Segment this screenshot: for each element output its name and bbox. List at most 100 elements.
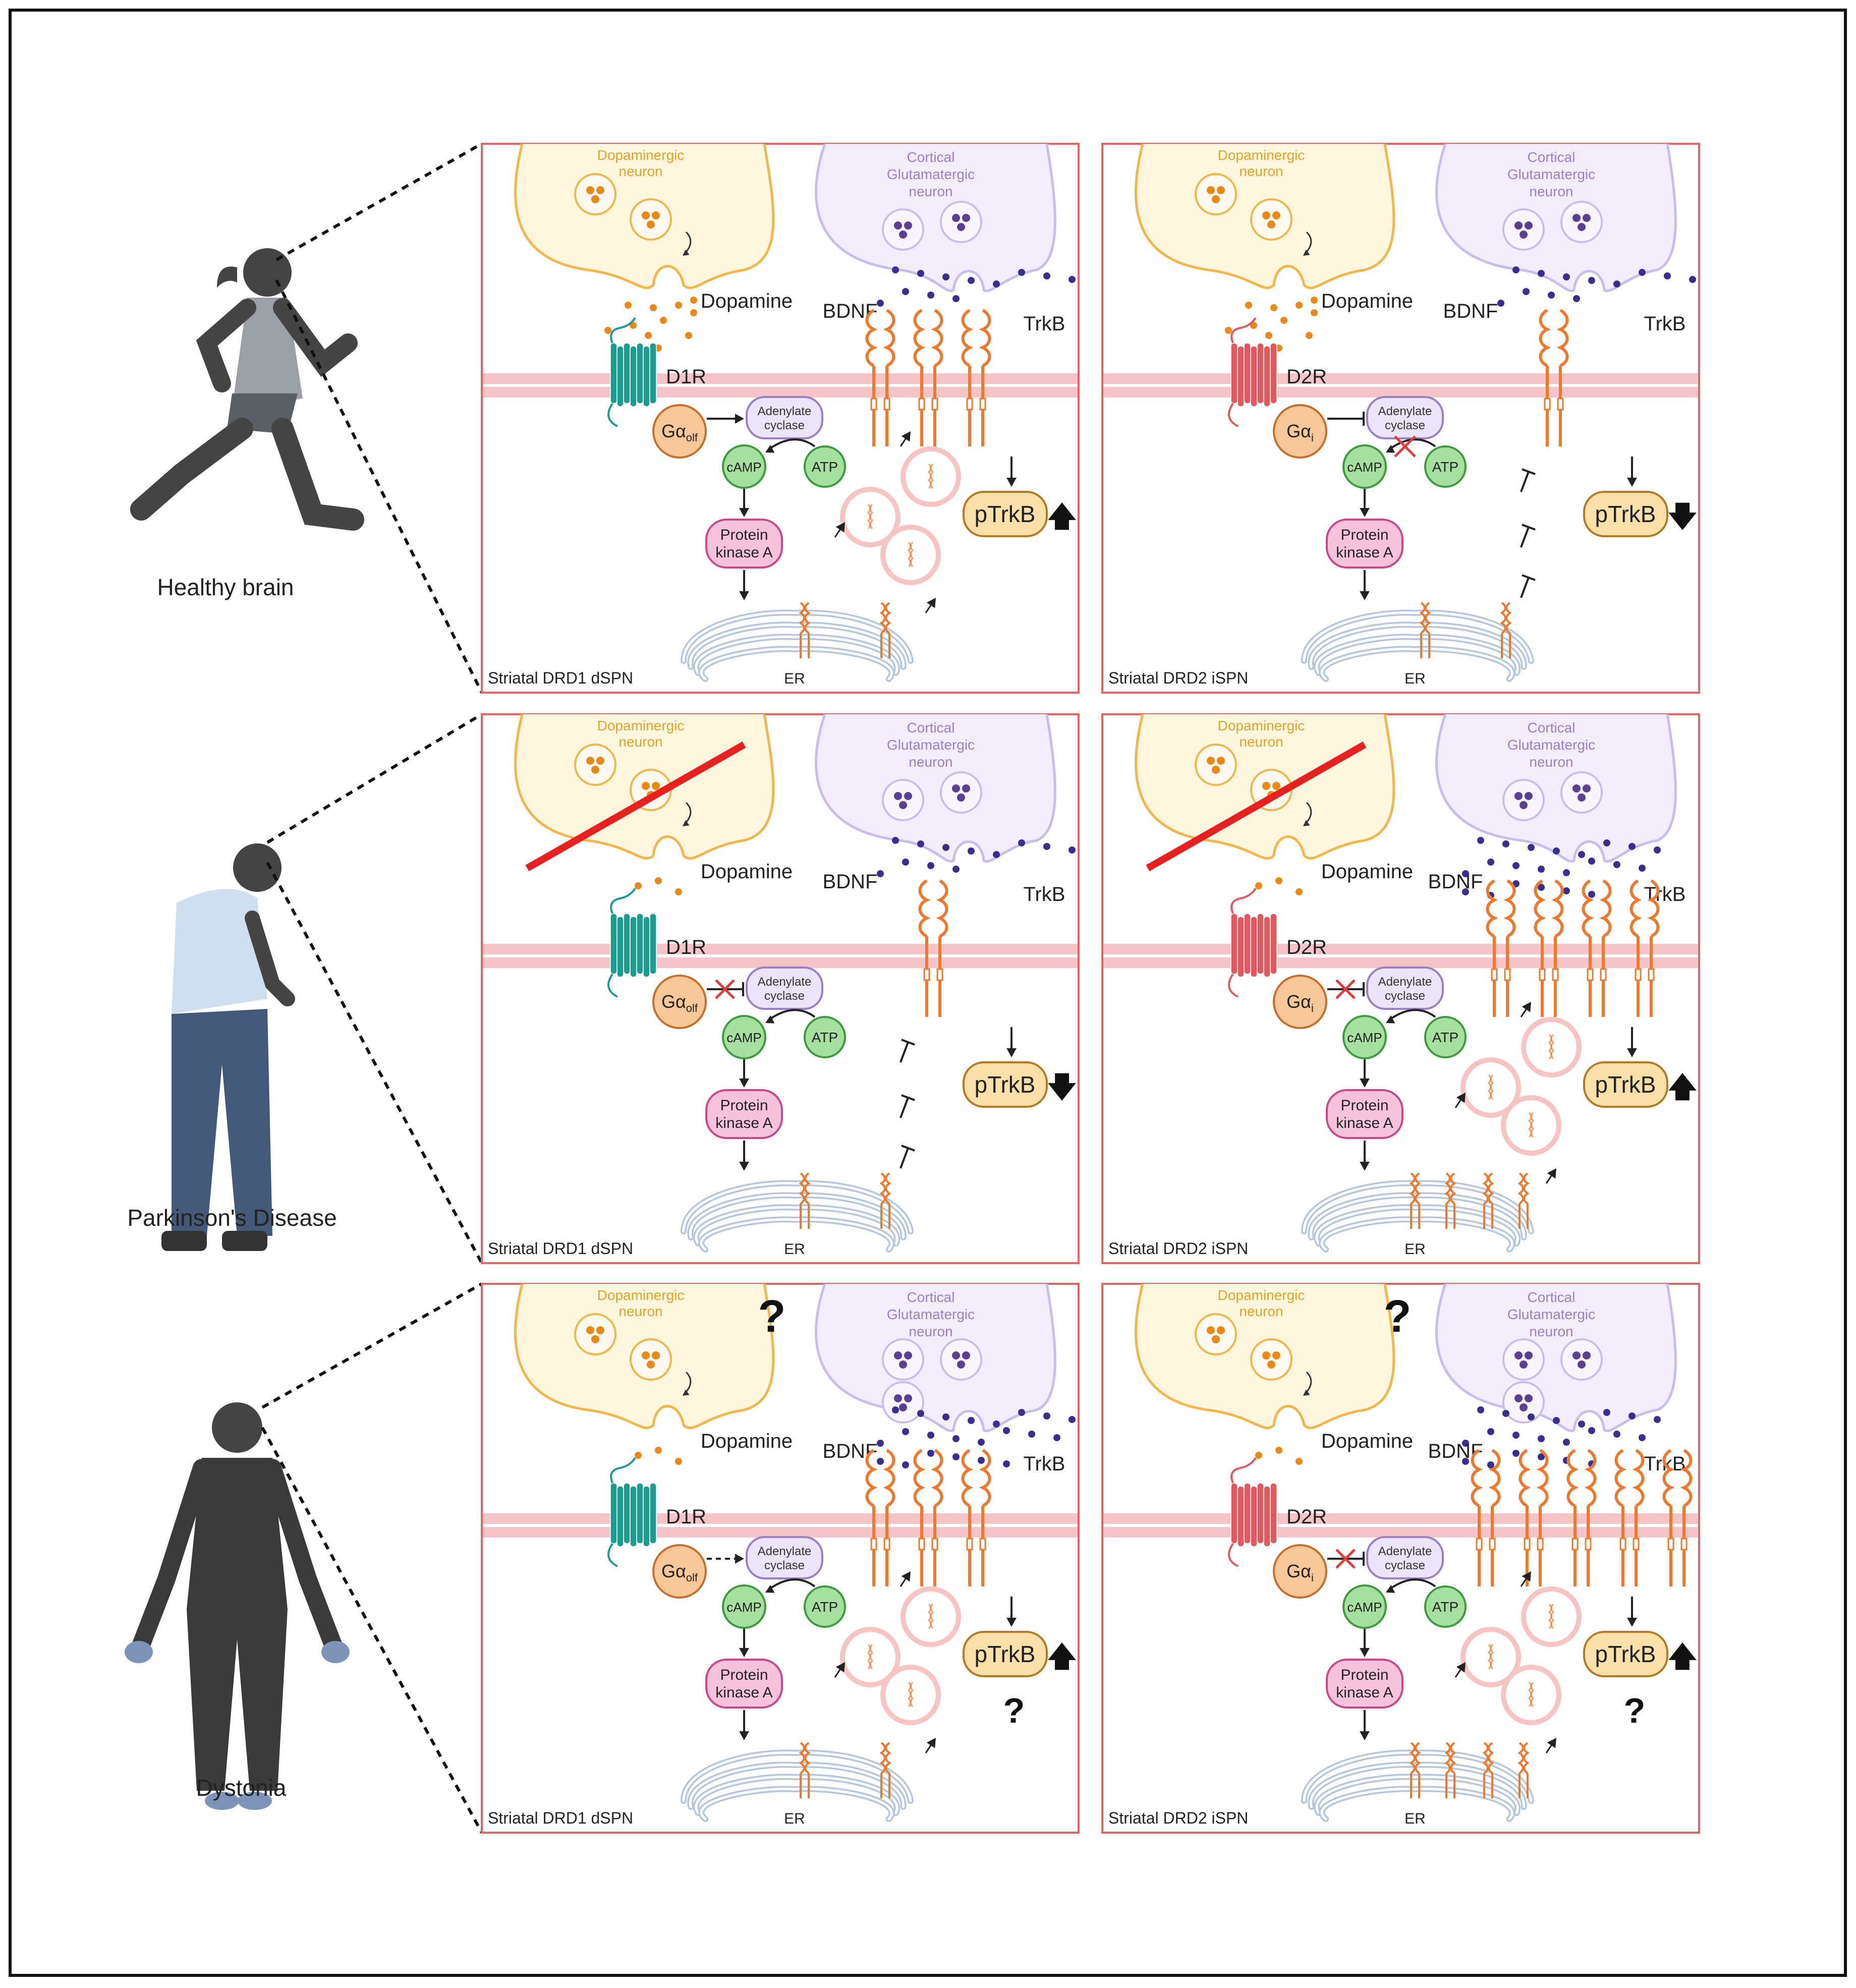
phosphorylation-arrow <box>1627 1597 1637 1627</box>
dopaminergic-loss-line <box>525 741 746 872</box>
camp-molecule: cAMP <box>722 444 766 489</box>
bdnf-molecule <box>1514 1394 1523 1402</box>
trkb-receptor <box>1566 1449 1597 1586</box>
trkb-kinase-segment <box>1504 968 1511 981</box>
ptrkb-label: pTrkB <box>975 1071 1036 1098</box>
gpcr-n-terminus <box>610 1457 636 1484</box>
g-alpha-label: Gαolf <box>661 991 698 1014</box>
gpcr-helix <box>1270 913 1277 975</box>
arrow-head <box>739 1648 749 1657</box>
trkb-kinase-segment <box>1539 968 1546 981</box>
trkb-vesicle <box>1460 1627 1521 1687</box>
bdnf-vesicle-membrane <box>940 201 982 243</box>
trkb-vesicle <box>1460 1057 1521 1118</box>
trkb-domain <box>961 1449 974 1507</box>
bdnf-molecule <box>1588 891 1595 898</box>
arrow-head <box>901 1571 911 1582</box>
er-trkb <box>799 1172 811 1229</box>
dopamine-molecule <box>675 888 682 895</box>
bdnf-molecule <box>1583 1351 1591 1359</box>
atp-molecule: ATP <box>804 1016 846 1058</box>
adenylate-cyclase-label: cyclase <box>764 989 805 1003</box>
gpcr-c-terminus <box>1228 403 1239 427</box>
trkb-label: TrkB <box>1644 883 1686 905</box>
er-trkb-domain <box>885 1742 891 1774</box>
gpcr-c-terminus <box>607 973 618 998</box>
gpcr-helix <box>649 343 657 404</box>
dopamine-label: Dopamine <box>1321 290 1413 312</box>
adenylate-cyclase-label: Adenylate <box>1378 405 1432 418</box>
g-alpha-label: Gαi <box>1286 421 1314 444</box>
dopamine-label: Dopamine <box>1321 861 1413 883</box>
ptrkb-label: pTrkB <box>1595 1071 1656 1098</box>
adenylate-cyclase-box <box>1366 1536 1444 1579</box>
bdnf-molecule <box>1477 837 1484 844</box>
bdnf-molecule <box>978 1439 985 1446</box>
arrow-head <box>1547 1168 1556 1179</box>
ptrkb-level: pTrkB🡇 <box>1583 491 1697 537</box>
bdnf-molecule <box>927 1432 934 1439</box>
er-trkb <box>799 1742 811 1798</box>
bdnf-molecule <box>1628 1412 1636 1419</box>
trkb-receptor <box>961 1449 991 1586</box>
er-label: ER <box>1404 1241 1426 1258</box>
dopamine-vesicle-membrane <box>574 744 616 786</box>
bdnf-molecule <box>968 847 975 855</box>
cortical-label: Glutamatergic <box>1507 1307 1595 1322</box>
trkb-kinase-segment <box>1587 968 1594 981</box>
release-arrow-head <box>683 249 690 256</box>
camp-molecule: cAMP <box>1342 1584 1387 1629</box>
bdnf-molecule <box>927 1450 934 1457</box>
cell-type-label: Striatal DRD1 dSPN <box>488 1239 633 1258</box>
trkb-vesicle <box>840 1627 901 1687</box>
bdnf-molecule <box>952 784 960 792</box>
er-trkb <box>879 602 891 658</box>
stooped-elderly-person-icon: Parkinson's Disease <box>127 843 337 1251</box>
er-lumen <box>1315 1775 1519 1814</box>
gpcr-helix <box>649 1483 657 1544</box>
activation-arrow <box>707 414 744 424</box>
er-trkb <box>1517 1742 1530 1798</box>
cortical-label: Glutamatergic <box>1507 166 1595 182</box>
trkb-vesicle <box>880 1665 941 1725</box>
bdnf-molecule <box>942 273 949 280</box>
g-alpha-prefix: Gα <box>1286 421 1311 441</box>
dopamine-molecule <box>1207 757 1215 765</box>
bdnf-molecule <box>1572 214 1581 222</box>
arrow-head <box>926 598 936 608</box>
bdnf-molecule <box>962 784 970 792</box>
trkb-kinase-segment <box>1544 397 1551 411</box>
dopamine-molecule <box>690 297 697 304</box>
er-lumen <box>1303 1751 1533 1802</box>
inhibition-shaft <box>899 1042 909 1063</box>
d2r-receptor <box>1228 317 1277 427</box>
adenylate-cyclase-box <box>746 396 823 439</box>
g-alpha-subunit: olf <box>686 1571 698 1584</box>
atp-circle <box>1424 1016 1467 1058</box>
dopamine-molecule <box>652 782 660 790</box>
trkb-kinase-segment <box>1489 1538 1496 1551</box>
trkb-vesicle <box>840 487 901 547</box>
arrow-head <box>1360 1078 1370 1088</box>
atp-circle <box>804 1016 846 1058</box>
bdnf-molecule <box>1512 862 1520 869</box>
cortical-label: Cortical <box>1528 720 1576 735</box>
bdnf-molecule <box>1525 1351 1533 1359</box>
panel-d1r-row2: DopaminergicneuronDopamineCorticalGlutam… <box>261 1282 1080 1834</box>
bdnf-vesicle-membrane <box>882 779 924 821</box>
ptrkb-label: pTrkB <box>975 501 1036 527</box>
dopamine-molecule <box>596 1326 604 1334</box>
trkb-domain <box>1647 879 1660 938</box>
bdnf-molecule <box>927 292 934 299</box>
release-arrow-head <box>1303 249 1310 256</box>
question-mark-icon: ? <box>758 1291 786 1342</box>
pka-label: kinase A <box>715 544 772 561</box>
bdnf-molecule <box>1502 1410 1509 1417</box>
up-arrow-icon: 🡅 <box>1668 1071 1697 1103</box>
bdnf-molecule <box>1578 1421 1585 1428</box>
cell-type-label: Striatal DRD2 iSPN <box>1108 1239 1248 1258</box>
g-alpha-subunit: i <box>1311 1571 1314 1584</box>
bdnf-molecule <box>1578 851 1585 858</box>
dopamine-label: Dopamine <box>701 1430 793 1452</box>
